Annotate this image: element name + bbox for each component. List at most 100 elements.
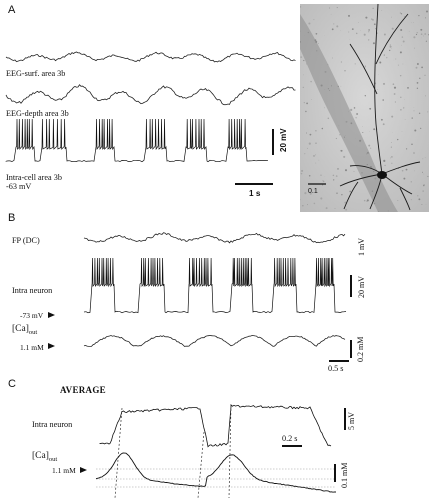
micrograph-speckle [391,162,393,164]
micrograph-speckle [336,25,339,28]
micrograph-speckle [376,128,378,130]
micrograph-speckle [375,28,377,30]
micrograph-speckle [315,142,317,145]
micrograph-speckle [322,180,325,183]
extracellular-calcium-trace [83,335,346,347]
micrograph-speckle [404,16,405,17]
field-potential-trace [83,232,346,244]
ca-label-b: [Ca]out [12,324,38,337]
micrograph-speckle [401,131,403,132]
micrograph-speckle [304,192,307,195]
eeg-surface-label: EEG-surf. area 3b [6,69,66,78]
micrograph-speckle [340,61,342,63]
micrograph-speckle [353,107,356,109]
micrograph-speckle [362,131,364,134]
voltage-scale-bar-c [344,408,346,430]
micrograph-speckle [389,44,391,46]
micrograph-speckle [314,154,316,156]
micrograph-speckle [336,7,338,9]
fp-label: FP (DC) [12,236,40,245]
micrograph-scale-label: 0.1 [308,188,318,195]
micrograph-speckle [400,96,402,99]
micrograph-speckle [365,16,368,19]
micrograph-speckle [384,164,386,167]
micrograph-speckle [303,59,305,62]
micrograph-speckle [335,137,338,140]
micrograph-speckle [422,158,424,160]
ca-label-c: [Ca]out [32,451,57,464]
micrograph-speckle [389,49,391,52]
micrograph-speckle [341,194,343,196]
micrograph-speckle [394,101,397,103]
micrograph-speckle [408,30,410,32]
micrograph-speckle [391,115,394,118]
micrograph-speckle [419,77,421,79]
intracellular-trace-b [83,257,347,314]
micrograph-speckle [325,207,328,210]
micrograph-speckle [331,28,334,31]
micrograph-speckle [425,40,428,42]
micrograph-speckle [315,162,317,164]
micrograph-speckle [322,180,324,181]
micrograph-speckle [393,93,396,95]
micrograph-speckle [373,23,376,26]
micrograph-speckle [415,66,418,69]
micrograph-speckle [423,184,425,187]
micrograph-speckle [415,33,418,36]
micrograph-speckle [416,87,419,89]
micrograph-speckle [308,175,311,177]
micrograph-speckle [401,44,402,46]
micrograph-speckle [303,74,305,76]
micrograph-speckle [351,28,354,30]
micrograph-speckle [413,21,414,23]
intracellular-label-a-line2: -63 mV [6,182,32,191]
intracellular-label-a: Intra-cell area 3b -63 mV [6,173,62,191]
micrograph-speckle [401,169,404,172]
micrograph-speckle [318,43,319,45]
micrograph-speckle [306,132,307,134]
micrograph-speckle [355,32,358,35]
micrograph-speckle [303,101,305,104]
micrograph-speckle [390,157,391,159]
micrograph-speckle [413,107,415,108]
micrograph-speckle [422,35,424,37]
micrograph-speckle [416,82,419,84]
micrograph-speckle [370,147,372,149]
intracellular-trace-a [5,118,269,163]
micrograph-speckle [322,184,324,186]
micrograph-speckle [421,66,423,69]
micrograph-speckle [402,63,404,65]
micrograph-speckle [386,57,388,59]
micrograph-speckle [300,6,302,8]
micrograph-speckle [315,32,318,35]
micrograph-speckle [368,29,370,31]
micrograph-speckle [391,27,394,30]
micrograph-speckle [421,171,424,173]
micrograph-speckle [363,199,366,202]
time-scale-label-b: 0.5 s [328,364,344,373]
micrograph-speckle [382,82,386,85]
micrograph-speckle [372,7,374,9]
micrograph-speckle [417,195,419,197]
micrograph-speckle [309,133,312,136]
micrograph-speckle [391,156,393,158]
micrograph-speckle [397,138,399,141]
micrograph-speckle [334,208,336,209]
micrograph-speckle [300,199,301,201]
eeg-depth-trace [5,84,296,106]
micrograph-speckle [404,119,406,120]
micrograph-speckle [418,198,421,201]
micrograph-speckle [380,118,383,121]
micrograph-speckle [328,7,331,9]
micrograph-speckle [330,13,332,15]
onset-marker-2 [228,404,232,499]
micrograph-speckle [424,74,426,76]
micrograph-speckle [422,190,424,192]
eeg-depth-label: EEG-depth area 3b [6,109,69,118]
time-scale-bar-c [282,445,302,447]
micrograph-speckle [410,181,412,183]
micrograph-speckle [425,17,426,19]
micrograph-speckle [414,47,416,49]
ca-label-b-sub: out [28,328,38,336]
micrograph-speckle [333,23,335,25]
